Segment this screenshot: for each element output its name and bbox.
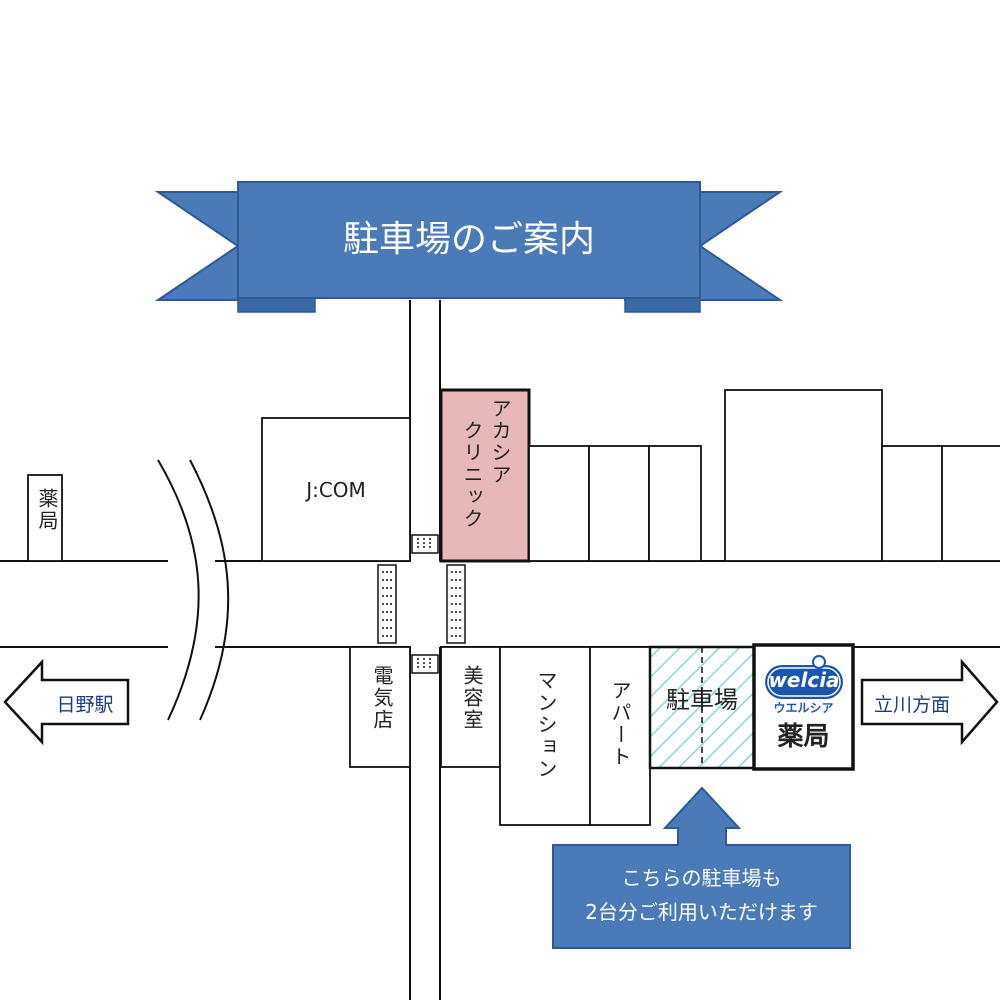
banner-ribbon — [154, 181, 784, 313]
south-buildings — [349, 643, 855, 826]
small-pharmacy-building — [27, 474, 63, 562]
side-road — [409, 300, 441, 1000]
right-arrow-icon — [860, 658, 999, 746]
clinic-building — [439, 388, 531, 563]
beauty-salon-building — [440, 646, 501, 768]
welcia-kana-label: ウエルシア — [773, 701, 834, 715]
welcia-logo-text: welcia — [768, 668, 840, 692]
welcia-logo — [765, 655, 843, 699]
beauty-salon-label: 美容室 — [460, 665, 484, 731]
left-arrow-icon — [3, 658, 130, 746]
crosswalks — [377, 534, 466, 674]
welcia-pharmacy-label: 薬局 — [777, 722, 830, 752]
north-buildings — [27, 388, 1000, 563]
parking-lot-label: 駐車場 — [666, 686, 738, 714]
road-break-curves — [157, 459, 230, 721]
main-road — [0, 560, 1000, 648]
left-direction-label: 日野駅 — [56, 694, 114, 716]
clinic-label-line2: クリニック — [460, 420, 484, 530]
callout-line2: 2台分ご利用いただけます — [585, 900, 818, 924]
clinic-label-line1: アカシア — [488, 398, 512, 486]
banner-title: 駐車場のご案内 — [342, 219, 595, 260]
mansion-label: マンション — [534, 670, 558, 780]
small-pharmacy-label: 薬局 — [35, 488, 59, 532]
jcom-label: J:COM — [306, 478, 366, 502]
right-direction-label: 立川方面 — [873, 694, 950, 716]
electric-store-building — [349, 646, 411, 768]
callout-line1: こちらの駐車場も — [621, 866, 782, 890]
callout-arrow — [552, 786, 851, 949]
jcom-building — [261, 417, 411, 562]
electric-store-label: 電気店 — [370, 665, 394, 731]
apartment-label: アパート — [608, 680, 632, 768]
